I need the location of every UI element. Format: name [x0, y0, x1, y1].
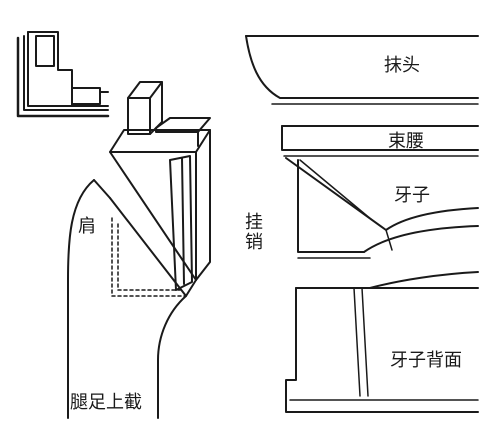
waist-piece [281, 125, 479, 157]
label-hook-pin: 挂销 [242, 212, 263, 252]
top-moulding-piece [245, 35, 479, 105]
apron-piece [285, 157, 479, 259]
apron-back-piece [285, 271, 479, 413]
label-top-moulding: 抹头 [384, 55, 420, 76]
corner-inset-sketch [16, 31, 110, 118]
label-apron-back: 牙子背面 [390, 350, 462, 371]
label-leg-top: 腿足上截 [70, 392, 142, 413]
label-waist: 束腰 [388, 131, 424, 152]
label-apron: 牙子 [394, 185, 430, 206]
leg-top-piece [67, 81, 211, 419]
label-shoulder: 肩 [78, 216, 96, 237]
